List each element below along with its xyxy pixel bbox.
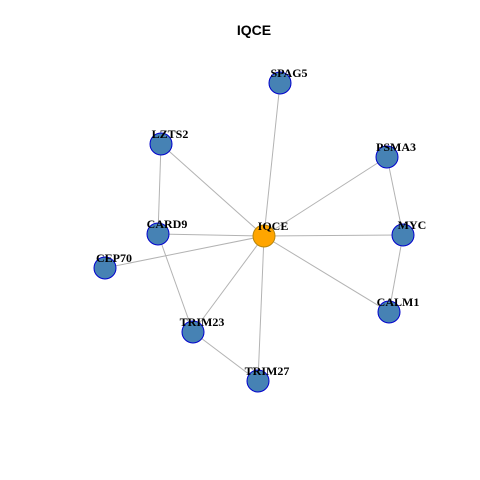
edge-myc-calm1 (388, 234, 404, 313)
node-label-lzts2: LZTS2 (152, 127, 189, 141)
edge-trim23-trim27 (192, 331, 259, 382)
edge-iqce-myc (263, 234, 404, 237)
edge-iqce-lzts2 (160, 143, 265, 237)
node-label-iqce: IQCE (258, 219, 289, 233)
node-trim23[interactable] (181, 320, 205, 344)
node-calm1[interactable] (377, 300, 401, 324)
edge-iqce-spag5 (263, 82, 281, 237)
edge-card9-trim23 (157, 233, 194, 333)
node-label-myc: MYC (398, 218, 427, 232)
edge-iqce-trim27 (257, 235, 265, 382)
edges-layer (104, 82, 404, 382)
node-label-trim27: TRIM27 (245, 364, 290, 378)
edge-iqce-calm1 (263, 235, 390, 313)
node-lzts2[interactable] (149, 132, 173, 156)
node-cep70[interactable] (93, 256, 117, 280)
node-trim27[interactable] (246, 369, 270, 393)
diagram-title: IQCE (237, 22, 271, 38)
node-label-calm1: CALM1 (377, 295, 420, 309)
node-myc[interactable] (391, 223, 415, 247)
edge-iqce-cep70 (104, 235, 265, 269)
edge-psma3-myc (386, 156, 404, 236)
node-label-psma3: PSMA3 (376, 140, 416, 154)
edge-iqce-trim23 (192, 235, 265, 333)
edge-iqce-card9 (157, 233, 265, 237)
nodes-layer (93, 71, 415, 393)
node-label-cep70: CEP70 (96, 251, 132, 265)
node-iqce[interactable] (252, 224, 276, 248)
node-label-trim23: TRIM23 (180, 315, 225, 329)
node-psma3[interactable] (375, 145, 399, 169)
node-spag5[interactable] (268, 71, 292, 95)
edge-lzts2-card9 (157, 143, 162, 235)
node-card9[interactable] (146, 222, 170, 246)
edge-iqce-psma3 (263, 156, 388, 237)
node-label-spag5: SPAG5 (270, 66, 307, 80)
node-label-card9: CARD9 (147, 217, 188, 231)
